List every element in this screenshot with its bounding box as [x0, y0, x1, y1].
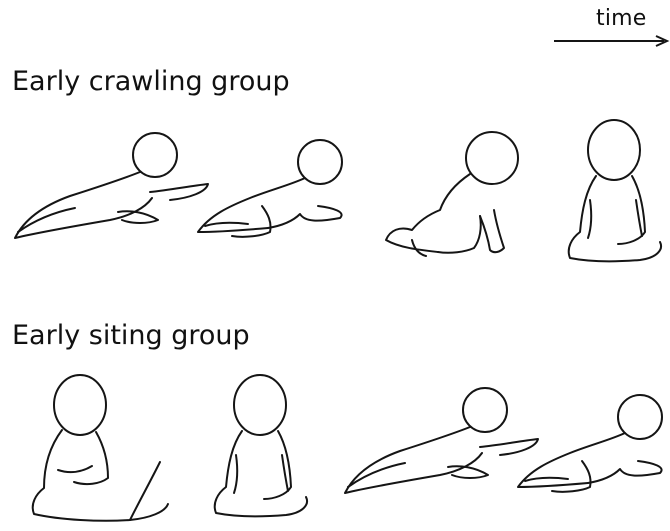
sit-stage-4-crawl: [518, 395, 662, 492]
sit-stage-2-sitting: [215, 375, 307, 516]
sit-stage-1-lean-sit: [33, 375, 168, 521]
crawl-stage-1-prone: [15, 133, 208, 238]
sit-stage-3-prone: [345, 388, 538, 493]
crawl-stage-3-hands-knees: [386, 132, 518, 256]
crawl-stage-4-sitting: [569, 120, 661, 261]
crawl-stage-2-crawl: [198, 140, 342, 237]
